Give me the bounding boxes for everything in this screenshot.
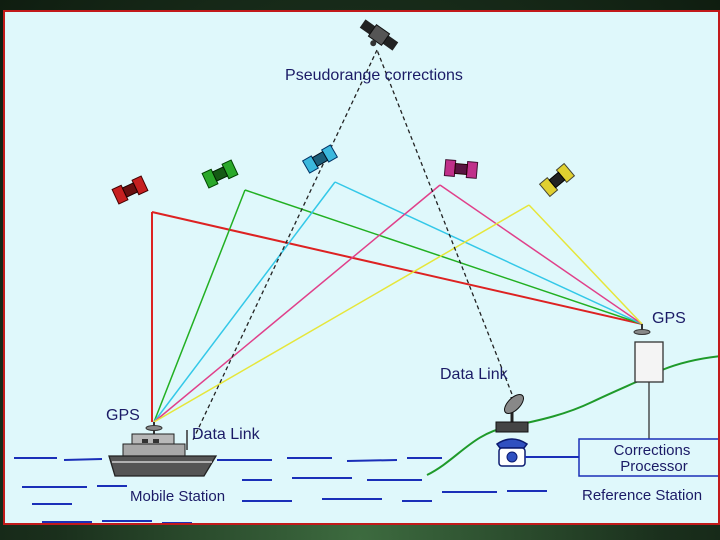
signal-magenta-ref <box>439 184 643 325</box>
mobile-station-label: Mobile Station <box>130 488 225 505</box>
mobile-gps-label: GPS <box>106 407 140 424</box>
data-link-downlink <box>191 49 378 443</box>
telephone-icon <box>495 438 529 467</box>
pseudorange-corrections-label: Pseudorange corrections <box>285 67 463 84</box>
corrections-processor-box <box>578 438 718 477</box>
reference-gps-label: GPS <box>652 310 686 327</box>
processor-label-text: Processor <box>620 458 688 475</box>
mobile-data-link-label: Data Link <box>192 426 261 443</box>
gps-satellite-magenta-icon <box>443 159 479 179</box>
communications-satellite-icon <box>359 19 399 51</box>
corrections-label: Corrections <box>614 442 691 459</box>
gps-satellite-yellow-icon <box>538 162 576 198</box>
gps-satellite-red-icon <box>111 175 149 205</box>
reference-station-label: Reference Station <box>582 487 702 504</box>
dgps-diagram: Corrections Processor Pseudorange correc… <box>14 19 718 523</box>
ship-icon <box>108 422 218 477</box>
station-data-link-label: Data Link <box>440 366 509 383</box>
gps-satellite-cyan-icon <box>301 144 339 174</box>
reference-hill <box>426 355 718 476</box>
signal-yellow-mobile <box>153 204 530 423</box>
signal-cyan-mobile <box>153 181 336 423</box>
data-link-uplink <box>376 49 518 408</box>
signal-cyan-ref <box>334 181 643 325</box>
signal-green-ref <box>244 189 643 325</box>
signal-magenta-mobile <box>153 184 441 423</box>
diagram-panel: Corrections Processor Pseudorange correc… <box>3 10 720 525</box>
satellite-dish-icon <box>495 394 529 433</box>
water-waves <box>14 457 547 523</box>
signal-red-ref <box>151 211 643 325</box>
signal-yellow-ref <box>528 204 643 325</box>
reference-gps-antenna-icon <box>633 324 664 439</box>
gps-satellite-green-icon <box>201 159 239 189</box>
signal-green-mobile <box>153 189 246 423</box>
